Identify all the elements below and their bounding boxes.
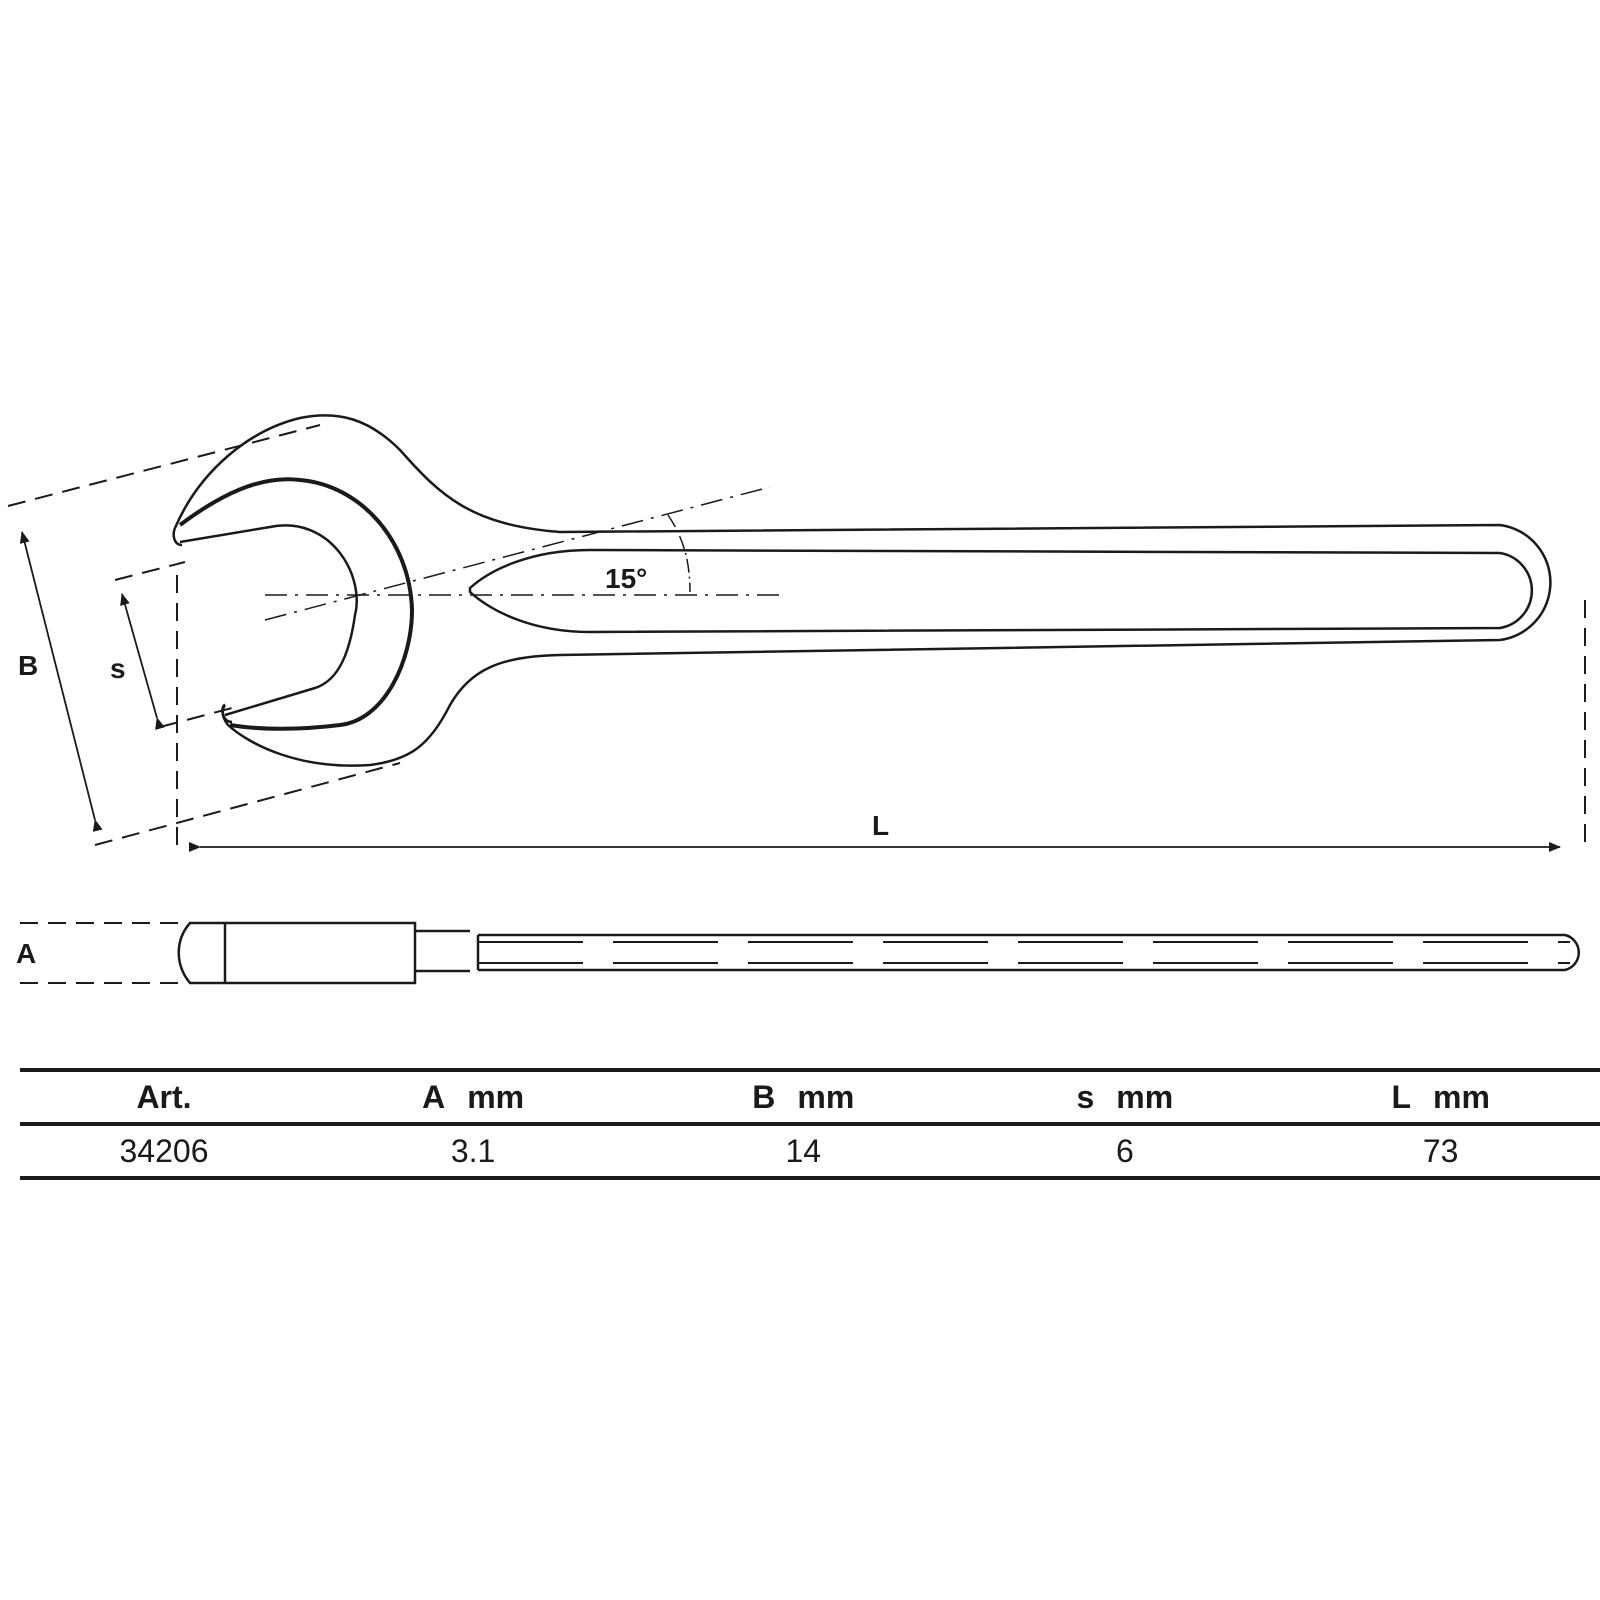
label-angle: 15° bbox=[605, 563, 647, 594]
dimension-s bbox=[120, 593, 165, 730]
wrench-drawing: B s L A 15° bbox=[7, 414, 1586, 985]
jaw-face-thick bbox=[178, 477, 415, 731]
dimension-B bbox=[19, 531, 103, 832]
cell-a: 3.1 bbox=[308, 1124, 639, 1180]
label-L: L bbox=[872, 810, 889, 841]
cell-b: 14 bbox=[638, 1124, 969, 1180]
center-line-angled bbox=[264, 486, 771, 621]
handle-slot bbox=[468, 548, 1534, 634]
cell-art: 34206 bbox=[20, 1124, 308, 1180]
jaw-inner bbox=[179, 524, 358, 717]
cell-s: 6 bbox=[968, 1124, 1282, 1180]
wrench-outline bbox=[173, 414, 1552, 767]
cell-l: 73 bbox=[1281, 1124, 1600, 1180]
angle-arc bbox=[667, 514, 691, 593]
label-A: A bbox=[16, 938, 36, 969]
table-row: 34206 3.1 14 6 73 bbox=[20, 1124, 1600, 1180]
label-B: B bbox=[18, 650, 38, 681]
wrench-side-view bbox=[177, 921, 1581, 985]
header-art: Art. bbox=[20, 1068, 308, 1126]
label-s: s bbox=[110, 653, 126, 684]
